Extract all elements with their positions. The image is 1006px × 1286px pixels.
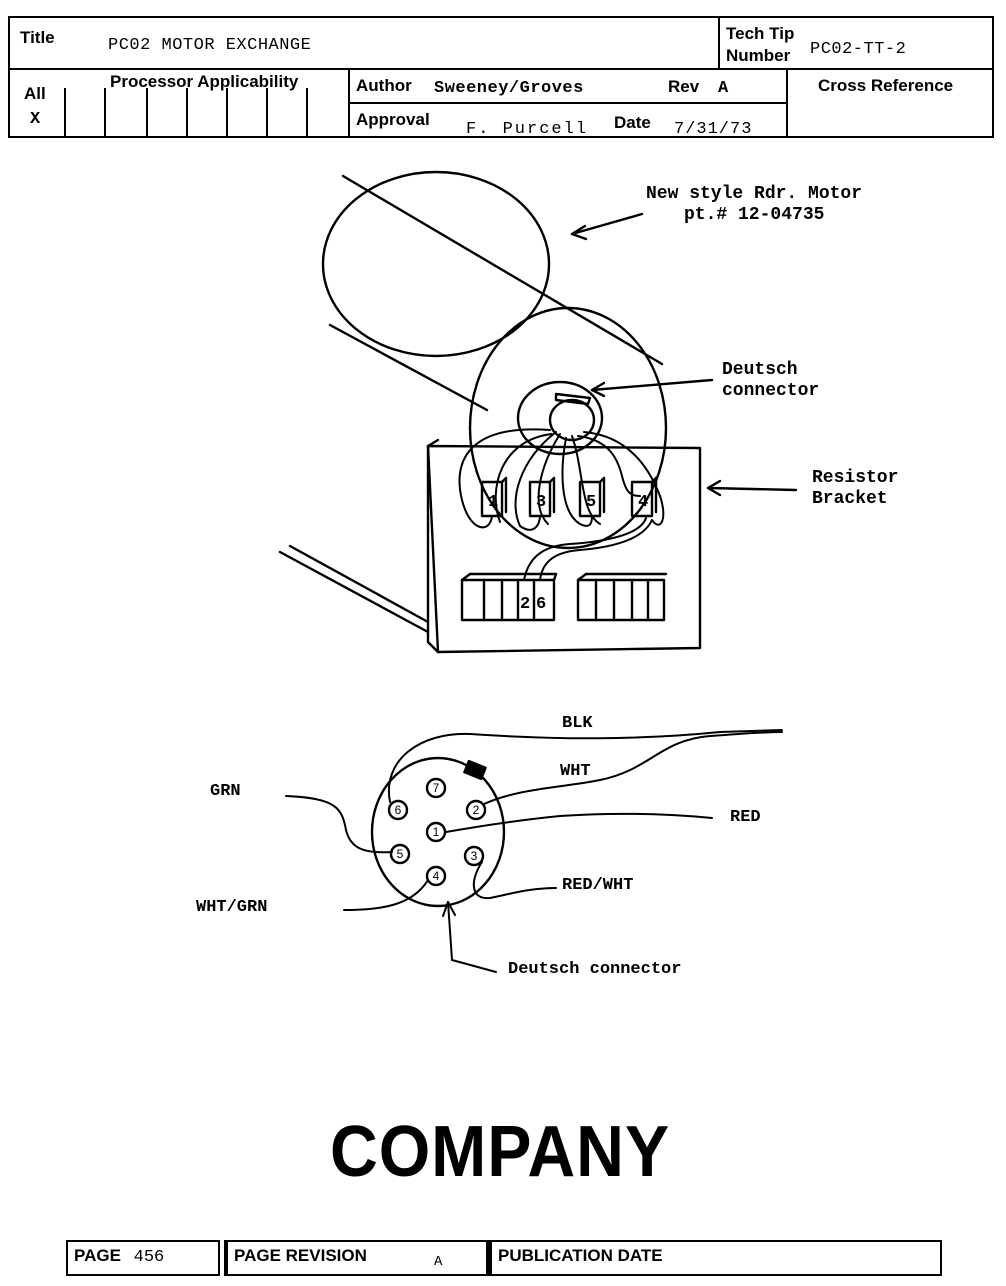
page-label: PAGE	[74, 1246, 121, 1265]
motor-callout-line1: New style Rdr. Motor	[646, 184, 863, 204]
resistor-label-3: 3	[536, 493, 546, 512]
motor-wiring-diagram: 1 3 5 4 2 6 6 7 2 1 5 3 4 New style Rdr.…	[0, 140, 1006, 1060]
connector-face	[370, 756, 506, 908]
date-value: 7/31/73	[674, 120, 753, 139]
page-revision-value: A	[434, 1254, 443, 1270]
wire-label-blk: BLK	[562, 714, 593, 733]
resistors	[480, 476, 658, 518]
tech-tip-number-label: Number	[726, 46, 791, 65]
all-value: X	[30, 110, 41, 129]
bracket-callout-line1: Resistor	[812, 468, 899, 488]
tech-tip-number-value: PC02-TT-2	[810, 40, 907, 59]
all-label: All	[24, 84, 46, 103]
date-label: Date	[614, 113, 651, 132]
processor-applicability-label: Processor Applicability	[110, 72, 299, 91]
author-cell: Author Sweeney/Groves Rev A	[348, 68, 788, 104]
pin-6: 6	[395, 803, 402, 817]
wire-label-red-wht: RED/WHT	[562, 876, 634, 895]
publication-date-cell: PUBLICATION DATE	[488, 1240, 942, 1276]
author-value: Sweeney/Groves	[434, 79, 584, 98]
approval-cell: Approval F. Purcell Date 7/31/73	[348, 102, 788, 139]
grid-divider	[266, 88, 268, 138]
motor-callout: New style Rdr. Motor pt.# 12-04735	[646, 184, 862, 226]
rev-label: Rev	[668, 77, 700, 96]
title-cell: Title PC02 MOTOR EXCHANGE	[8, 16, 720, 70]
pin-4: 4	[433, 869, 440, 883]
grid-divider	[64, 88, 66, 138]
connector-callout-line2: connector	[722, 381, 820, 401]
callout-arrows	[570, 212, 798, 497]
grid-divider	[226, 88, 228, 138]
wire-label-wht: WHT	[560, 762, 591, 781]
resistor-bracket	[278, 438, 702, 654]
pin-5: 5	[397, 847, 404, 861]
approval-value: F. Purcell	[466, 120, 589, 139]
page-footer: PAGE 456 PAGE REVISION A PUBLICATION DAT…	[66, 1240, 942, 1276]
bracket-callout-line2: Bracket	[812, 489, 888, 509]
cross-reference-label: Cross Reference	[818, 76, 954, 95]
connector-callout-line1: Deutsch	[722, 360, 798, 380]
cross-reference-cell: Cross Reference	[786, 68, 994, 138]
page-revision-label: PAGE REVISION	[234, 1246, 367, 1265]
bracket-callout: Resistor Bracket	[812, 468, 898, 510]
pin-3: 3	[471, 849, 478, 863]
stamp-text: COMPANY CONFIDENTIAL	[248, 1118, 751, 1198]
page-cell: PAGE 456	[66, 1240, 220, 1276]
rev-value: A	[718, 79, 729, 98]
wire-label-wht-grn: WHT/GRN	[196, 898, 268, 917]
tech-tip-header: Title PC02 MOTOR EXCHANGE Tech Tip Numbe…	[8, 16, 994, 139]
pin-2: 2	[473, 803, 480, 817]
wiring-drawing: 1 3 5 4 2 6 6 7 2 1 5 3 4	[278, 170, 798, 973]
connector-callout: Deutsch connector	[722, 360, 819, 402]
grid-divider	[104, 88, 106, 138]
author-label: Author	[356, 76, 412, 95]
processor-cell: All X Processor Applicability	[8, 68, 350, 138]
tech-tip-label: Tech Tip	[726, 24, 795, 43]
wire-label-grn: GRN	[210, 782, 241, 801]
tech-tip-cell: Tech Tip Number PC02-TT-2	[718, 16, 994, 70]
resistor-label-5: 5	[586, 493, 596, 512]
grid-divider	[146, 88, 148, 138]
pin-wires	[285, 729, 783, 973]
motor-callout-line2: pt.# 12-04735	[684, 205, 825, 225]
resistor-label-4: 4	[638, 493, 648, 512]
company-confidential-stamp: COMPANY CONFIDENTIAL	[180, 1118, 820, 1198]
grid-divider	[186, 88, 188, 138]
page-number: 456	[133, 1248, 165, 1267]
page-revision-cell: PAGE REVISION A	[224, 1240, 488, 1276]
pin-7: 7	[433, 781, 440, 795]
resistor-label-1: 1	[488, 493, 498, 512]
bracket-wires	[458, 428, 665, 581]
motor-connector	[516, 380, 604, 456]
terminal-label-6: 6	[536, 595, 546, 614]
motor-body	[321, 170, 668, 550]
grid-divider	[306, 88, 308, 138]
publication-date-label: PUBLICATION DATE	[498, 1246, 663, 1265]
title-value: PC02 MOTOR EXCHANGE	[108, 36, 312, 55]
terminal-strips	[460, 572, 668, 622]
wire-label-red: RED	[730, 808, 761, 827]
terminal-label-2: 2	[520, 595, 530, 614]
title-label: Title	[20, 28, 55, 47]
approval-label: Approval	[356, 110, 430, 129]
deutsch-connector-label: Deutsch connector	[508, 960, 682, 979]
pin-1: 1	[433, 825, 440, 839]
